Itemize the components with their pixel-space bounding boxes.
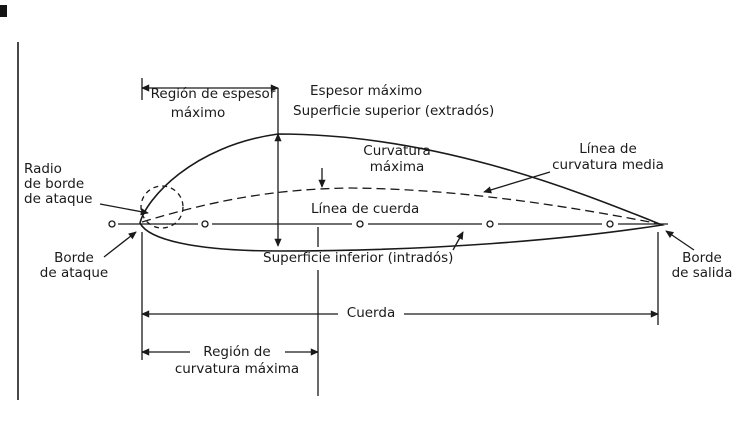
scan-artifact <box>0 5 7 17</box>
label-upper-surface: Superficie superior (extradós) <box>293 103 495 119</box>
label-max-thickness: Espesor máximo <box>310 83 423 99</box>
label-max-camber: Curvatura máxima <box>363 143 430 175</box>
chord-line-marker <box>606 220 614 228</box>
label-leading-edge-radius-line2: de borde <box>24 176 85 192</box>
label-chord: Cuerda <box>346 305 396 321</box>
label-max-camber-region: Región de curvatura máxima <box>175 344 299 378</box>
camber-line-pointer-arrow <box>483 171 551 194</box>
label-thickness-region-line1: Región de espesor <box>150 86 276 102</box>
label-leading-edge-line2: de ataque <box>39 265 109 281</box>
leading-edge-radius-arrow <box>99 203 149 216</box>
label-max-camber-line2: máxima <box>369 159 425 175</box>
label-trailing-edge-line1: Borde <box>682 250 722 266</box>
chord-line-marker <box>486 220 494 228</box>
chord-line-marker <box>108 220 116 228</box>
label-max-camber-region-line1: Región de <box>203 344 271 360</box>
label-leading-edge-line1: Borde <box>54 250 94 266</box>
label-mean-camber-line2: curvatura media <box>552 157 664 173</box>
label-mean-camber-line: Línea de curvatura media <box>552 141 664 173</box>
label-trailing-edge: Borde de salida <box>672 251 733 281</box>
trailing-edge-arrow <box>665 230 695 251</box>
label-lower-surface: Superficie inferior (intradós) <box>263 250 454 266</box>
label-leading-edge-radius-line1: Radio <box>24 161 62 177</box>
airfoil-outline <box>139 133 665 252</box>
label-max-camber-region-line2: curvatura máxima <box>174 361 300 377</box>
label-chord-line: Línea de cuerda <box>311 201 420 217</box>
chord-line-marker <box>356 220 364 228</box>
label-trailing-edge-line2: de salida <box>671 265 733 281</box>
leading-edge-arrow <box>103 231 137 258</box>
label-leading-edge-radius: Radio de borde de ataque <box>24 162 92 207</box>
label-thickness-region-line2: máximo <box>170 105 226 121</box>
label-leading-edge: Borde de ataque <box>40 251 108 281</box>
mean-camber-line <box>141 187 661 225</box>
leading-edge-radius-circle <box>140 185 184 229</box>
label-leading-edge-radius-line3: de ataque <box>24 191 93 207</box>
lower-surface-arrow <box>452 231 464 251</box>
chord-line-marker <box>201 220 209 228</box>
label-mean-camber-line1: Línea de <box>579 141 637 157</box>
label-max-camber-line1: Curvatura <box>363 143 431 159</box>
